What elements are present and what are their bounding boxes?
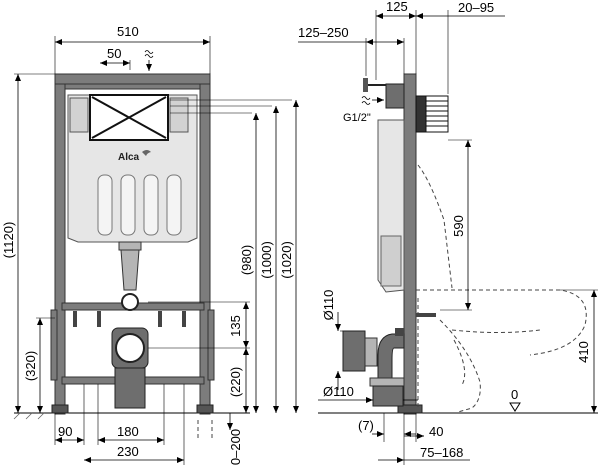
side-drain-outlet [372,385,404,407]
dim-590-label: 590 [451,215,466,237]
side-button-frame [415,95,427,133]
side-drain-elbow [377,333,405,379]
frame-top-rail [54,73,211,85]
frame-left-foot [51,404,69,414]
dim-410-label: 410 [576,341,591,363]
side-drain-clamp [369,377,405,387]
dim-75-168-label: 75–168 [420,445,463,460]
dim-20-95-label: 20–95 [458,0,494,15]
zero-level-icon [509,402,521,412]
left-leg-adjuster [50,309,58,381]
right-leg-adjuster [207,309,215,381]
frame-right-foot [196,404,214,414]
opening-bracket-right [169,97,189,133]
dim-230-label: 230 [117,444,139,459]
bowl-trap [453,339,466,386]
dim-total-height-label: (1120) [1,222,16,259]
dim-1000-label: (1000) [259,241,274,279]
side-bolt [416,313,436,317]
mounting-bolts [73,311,186,327]
bowl-outline-pedestal [439,319,481,413]
dim-dia-110-bottom-label: Ø110 [323,384,354,399]
opening-bracket-left [69,97,89,133]
side-frame-post [403,73,417,415]
water-inlet-icon [144,50,154,58]
bowl-inner [451,329,541,333]
dim-125-250-label: 125–250 [298,25,349,40]
drain-inlet [115,333,145,363]
brand-logo-icon [142,150,151,156]
dim-320-label: (320) [23,351,38,381]
side-supply-handle [363,78,368,92]
side-button-plate [425,95,449,133]
front-view: Alca 510 50 (1120) [1,24,299,465]
flush-collar [118,241,142,251]
dim-1020-label: (1020) [279,241,294,279]
side-drain-coupler [364,337,378,367]
side-drain-connector [342,330,366,372]
flush-pipe [120,249,140,291]
dim-220-label: (220) [228,367,243,397]
dim-980-label: (980) [239,245,254,275]
side-view: 125 20–95 125–250 G1/2" 590 Ø110 Ø110 41… [298,0,598,465]
dim-40-label: 40 [429,424,443,439]
dim-width-label: 510 [117,24,139,39]
dim-7-label: (7) [358,418,374,433]
frame-top-brace [64,83,201,90]
side-water-icon [361,96,371,105]
drain-pipe [114,367,146,409]
dim-thread-label: G1/2" [343,112,371,124]
dim-offset-label: 50 [107,46,121,61]
dim-side-125-label: 125 [386,0,408,14]
side-frame-foot [397,404,423,414]
dim-0-200-label: 0–200 [228,429,243,465]
dim-dia-110-top-label: Ø110 [321,290,336,321]
flush-outlet [121,293,139,311]
dim-135-label: 135 [228,315,243,337]
brand-label: Alca [118,152,140,163]
zero-level-label: 0 [511,387,518,402]
bowl-outline-upper [417,164,453,289]
tank-ribs [97,174,182,236]
bowl-outline-top [416,289,587,356]
side-supply-valve [385,83,405,109]
dim-90-label: 90 [58,424,72,439]
dim-180-label: 180 [117,424,139,439]
floor-hatch [13,412,45,420]
